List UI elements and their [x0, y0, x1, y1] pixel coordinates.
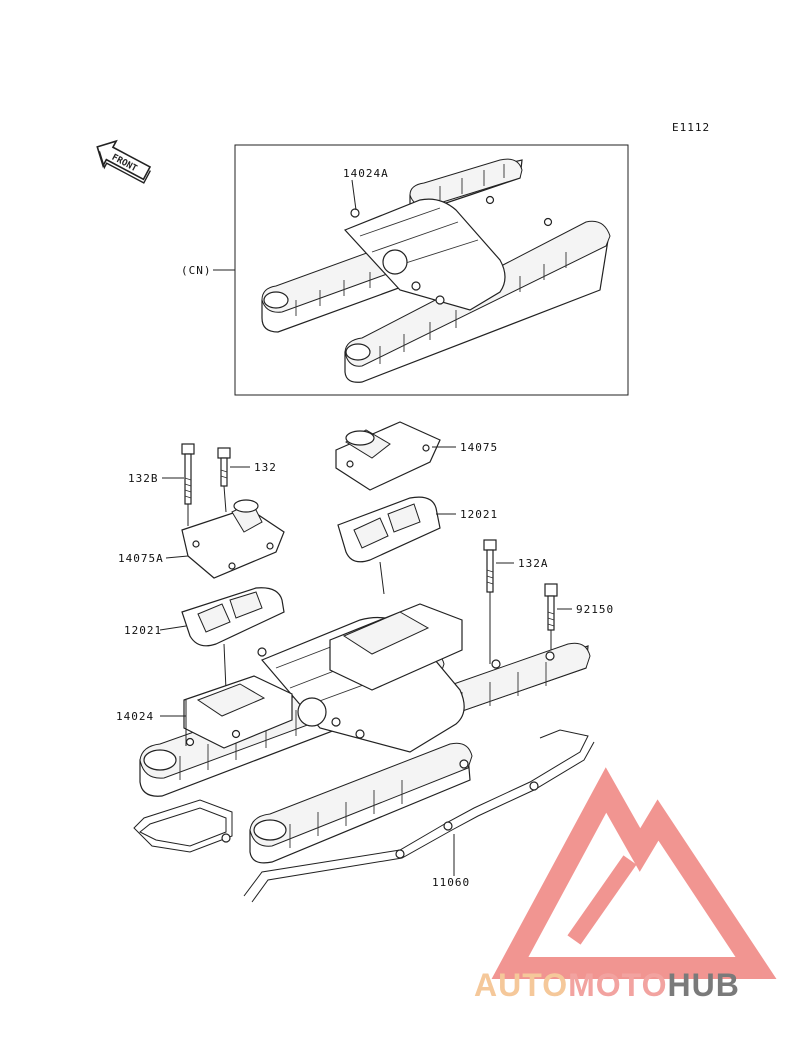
cylinder-head-cover-cn [261, 158, 611, 383]
gasket-12021-top [337, 496, 441, 563]
label-14075A: 14075A [118, 552, 164, 565]
label-132A: 132A [518, 557, 549, 570]
watermark-logo-icon [491, 767, 777, 979]
watermark-auto: AUTO [474, 967, 568, 1003]
label-132B: 132B [128, 472, 159, 485]
label-92150: 92150 [576, 603, 614, 616]
align-line-left [223, 643, 227, 691]
cylinder-head-cover-14024 [139, 603, 591, 864]
align-line-top [379, 561, 385, 595]
bolt-132 [217, 447, 231, 487]
label-14075: 14075 [460, 441, 498, 454]
label-14024A: 14024A [343, 167, 389, 180]
gasket-12021-left [181, 587, 285, 647]
label-11060: 11060 [432, 876, 470, 889]
label-12021-left: 12021 [124, 624, 162, 637]
bolt-132B [181, 443, 195, 505]
watermark-hub: HUB [667, 967, 739, 1003]
label-12021-top: 12021 [460, 508, 498, 521]
diagram-code: E1112 [672, 121, 710, 134]
leader-14024A [351, 179, 357, 211]
align-line-132 [223, 485, 227, 513]
watermark-text: AUTOMOTOHUB [474, 967, 740, 1003]
leader-14075A [165, 555, 189, 559]
label-132: 132 [254, 461, 277, 474]
label-14024: 14024 [116, 710, 154, 723]
gasket-11060 [133, 729, 595, 903]
bolt-132A [483, 539, 497, 593]
watermark-moto: MOTO [568, 967, 667, 1003]
front-arrow-icon: FRONT [96, 139, 152, 184]
bolt-92150 [544, 583, 558, 631]
leader-12021-left [159, 625, 187, 631]
breather-cover-14075 [335, 421, 441, 491]
breather-cover-14075A [181, 499, 285, 579]
cn-label: (CN) [181, 264, 212, 277]
